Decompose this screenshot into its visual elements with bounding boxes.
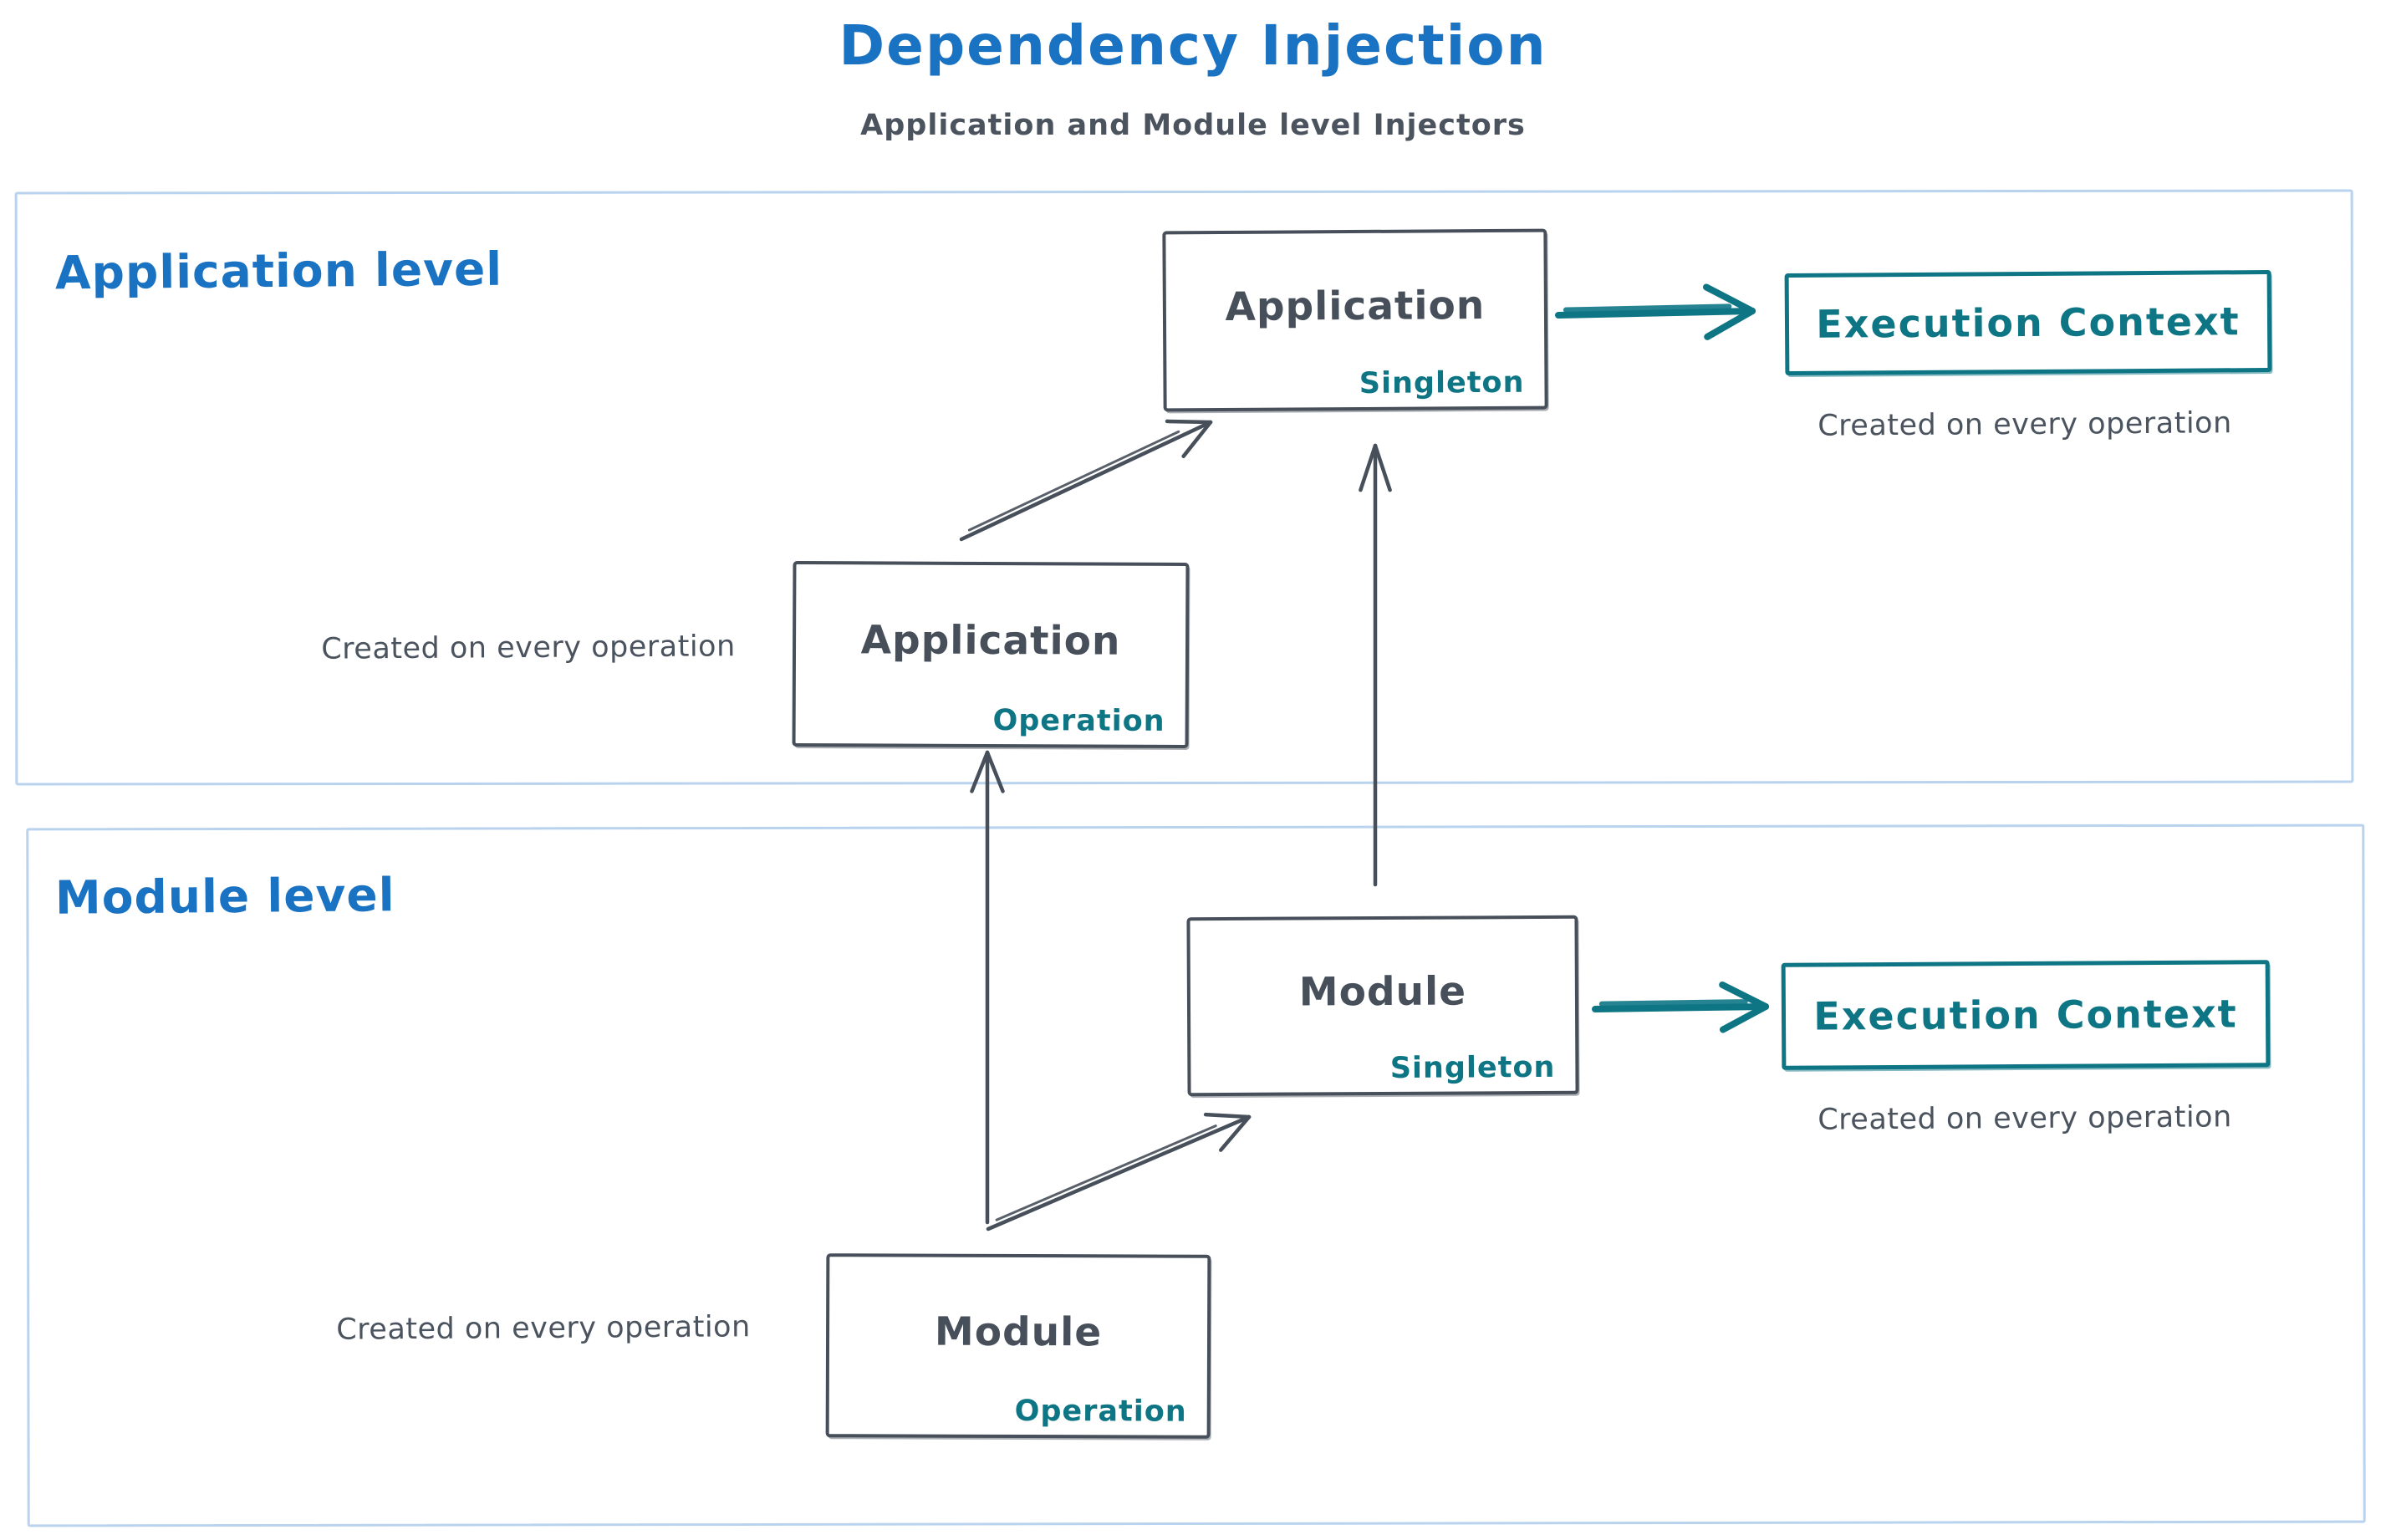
diagram-title: Dependency Injection (839, 13, 1547, 78)
box-title: Application (1225, 282, 1486, 330)
module-level-label: Module level (54, 868, 395, 925)
module-execution-context-box: Execution Context (1781, 960, 2271, 1070)
application-execution-context-note: Created on every operation (1818, 406, 2232, 443)
box-title: Module (1298, 967, 1467, 1016)
box-title: Module (934, 1308, 1103, 1355)
box-scope-label: Operation (1014, 1394, 1187, 1429)
execution-context-label: Execution Context (1816, 298, 2241, 347)
module-operation-box: Module Operation (825, 1253, 1211, 1439)
box-scope-label: Singleton (1359, 365, 1525, 400)
module-operation-note: Created on every operation (336, 1310, 751, 1347)
application-operation-box: Application Operation (792, 560, 1190, 749)
application-level-label: Application level (54, 242, 503, 300)
box-title: Application (860, 616, 1121, 665)
box-scope-label: Operation (992, 704, 1165, 738)
module-singleton-box: Module Singleton (1186, 915, 1579, 1097)
module-execution-context-note: Created on every operation (1818, 1100, 2232, 1137)
diagram-subtitle: Application and Module level Injectors (860, 109, 1526, 142)
execution-context-label: Execution Context (1813, 991, 2238, 1039)
application-operation-note: Created on every operation (321, 630, 736, 666)
box-scope-label: Singleton (1389, 1050, 1556, 1085)
application-execution-context-box: Execution Context (1784, 269, 2272, 376)
application-singleton-box: Application Singleton (1162, 228, 1548, 412)
